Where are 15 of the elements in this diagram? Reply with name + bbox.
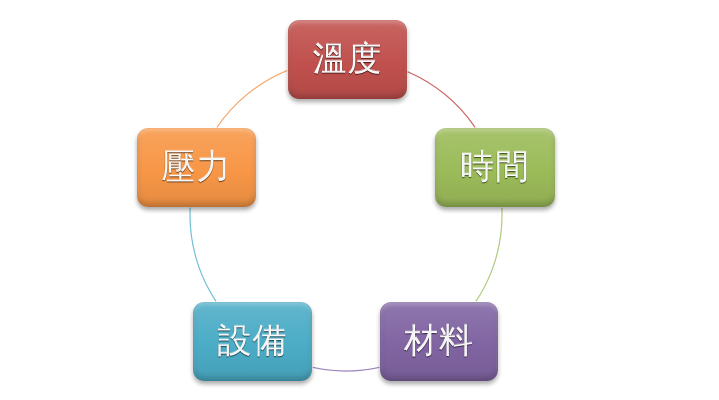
node-label: 時間 bbox=[460, 148, 530, 186]
node-label: 溫度 bbox=[312, 40, 382, 78]
connector-arc bbox=[216, 70, 288, 128]
connector-arc bbox=[475, 208, 502, 302]
rounded-box bbox=[380, 302, 498, 381]
rounded-box bbox=[137, 128, 256, 207]
rounded-box bbox=[435, 128, 555, 207]
node-label: 設備 bbox=[218, 322, 288, 360]
connector-arc bbox=[407, 71, 476, 128]
node-label: 材料 bbox=[404, 322, 474, 360]
node-label: 壓力 bbox=[162, 148, 232, 186]
rounded-box bbox=[193, 302, 312, 381]
connector-arc bbox=[312, 366, 380, 372]
connector-arc bbox=[190, 208, 217, 302]
rounded-box bbox=[288, 20, 407, 99]
